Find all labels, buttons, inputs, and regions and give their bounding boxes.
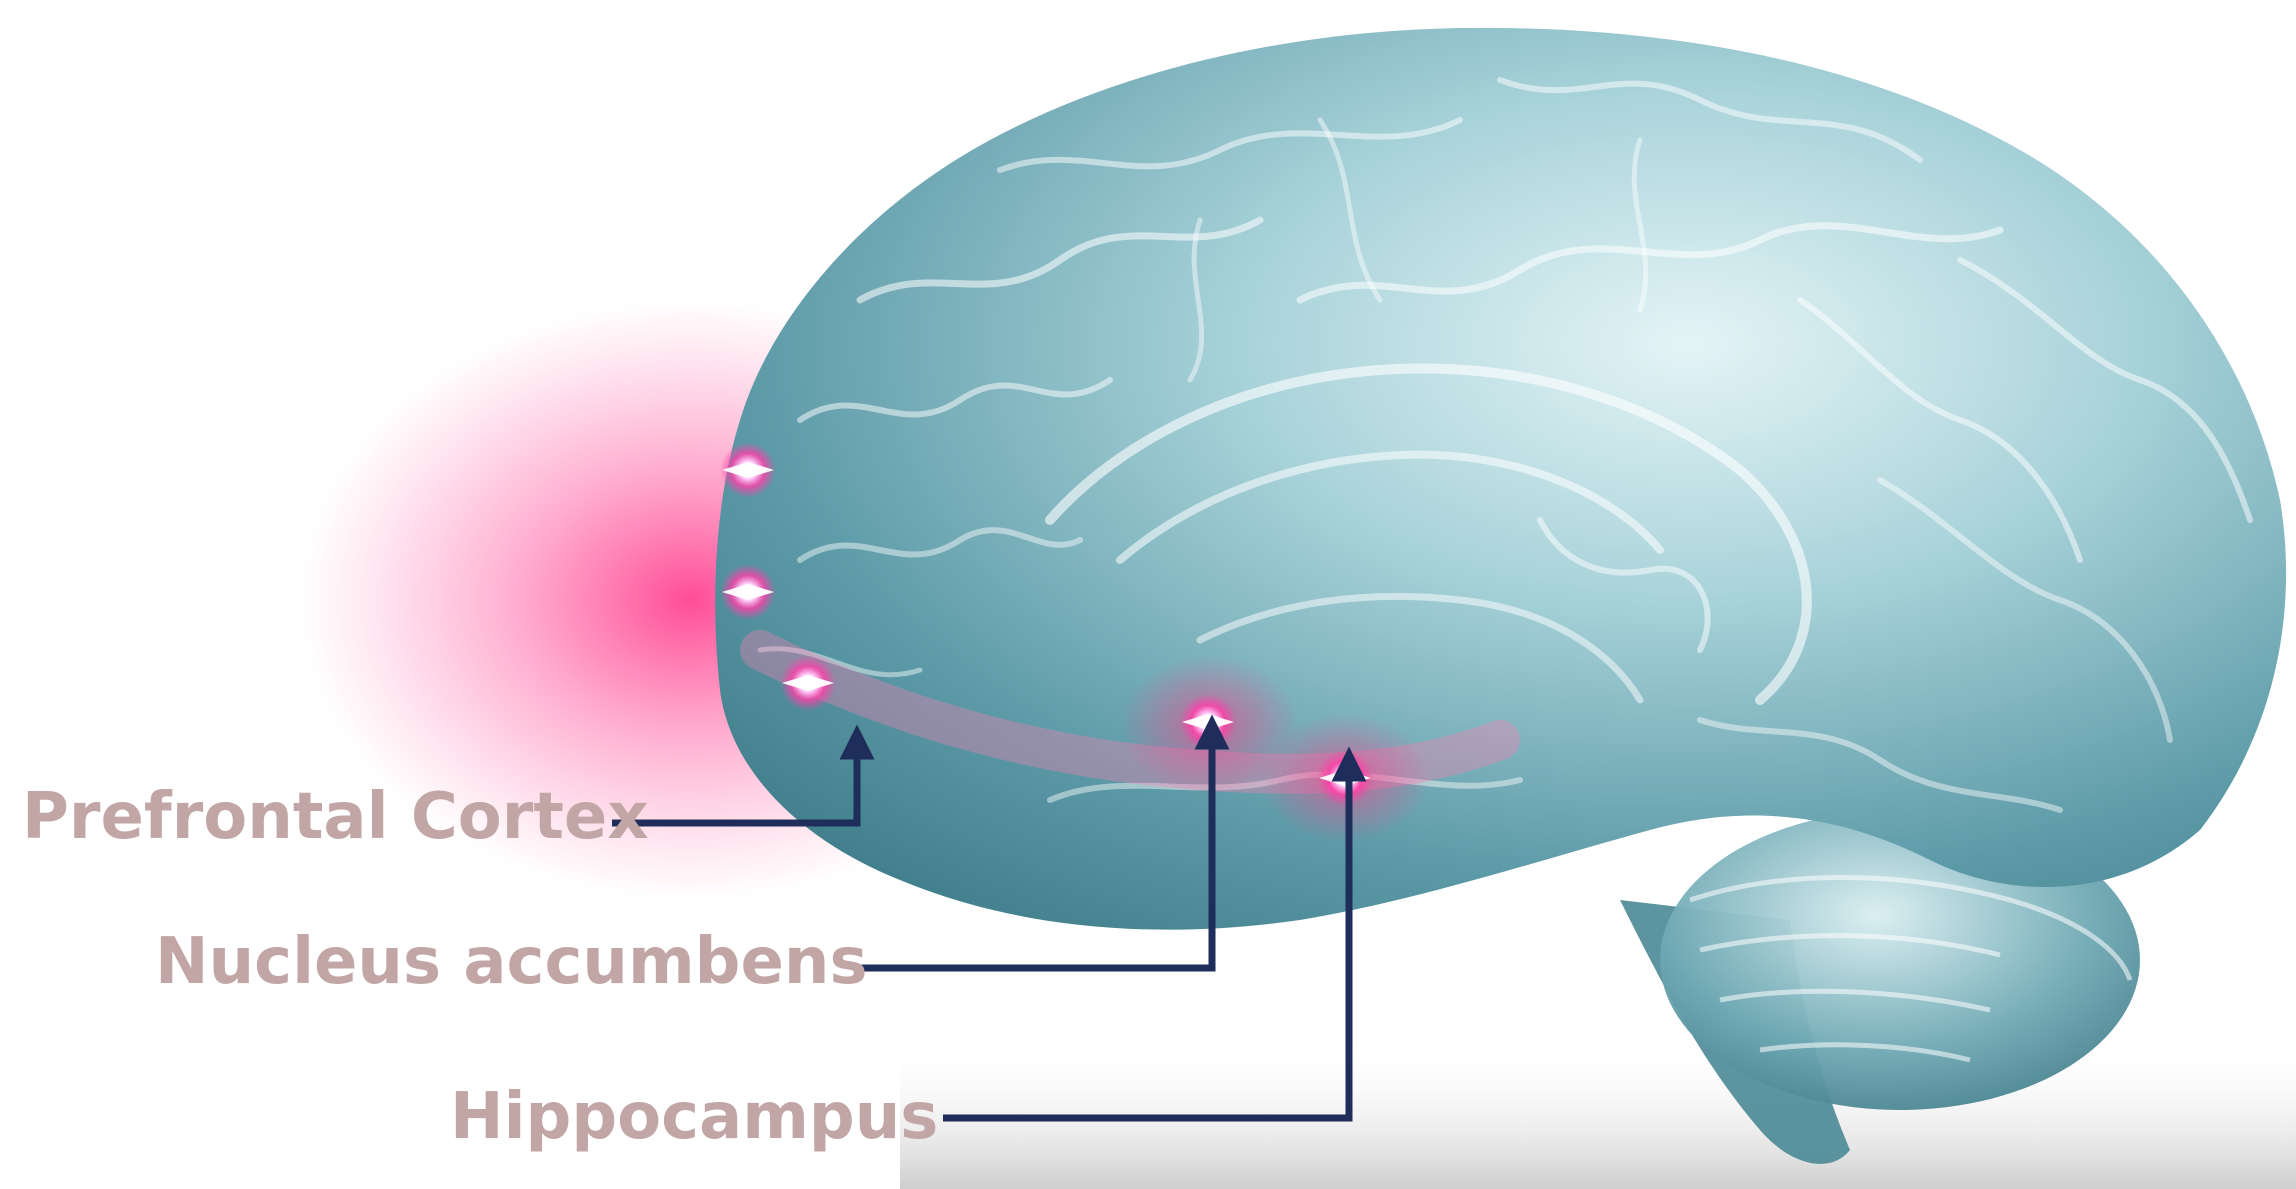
marker-pfc-2 xyxy=(720,564,776,620)
cerebrum xyxy=(715,28,2286,930)
hippocampus-label: Hippocampus xyxy=(450,1085,938,1149)
prefrontal-cortex-label: Prefrontal Cortex xyxy=(22,785,649,849)
nucleus-accumbens-label: Nucleus accumbens xyxy=(155,930,868,994)
marker-pfc-1 xyxy=(720,442,776,498)
marker-pfc-3 xyxy=(780,655,836,711)
marker-hippocampus xyxy=(1317,750,1373,806)
marker-nucleus-accumbens xyxy=(1180,694,1236,750)
